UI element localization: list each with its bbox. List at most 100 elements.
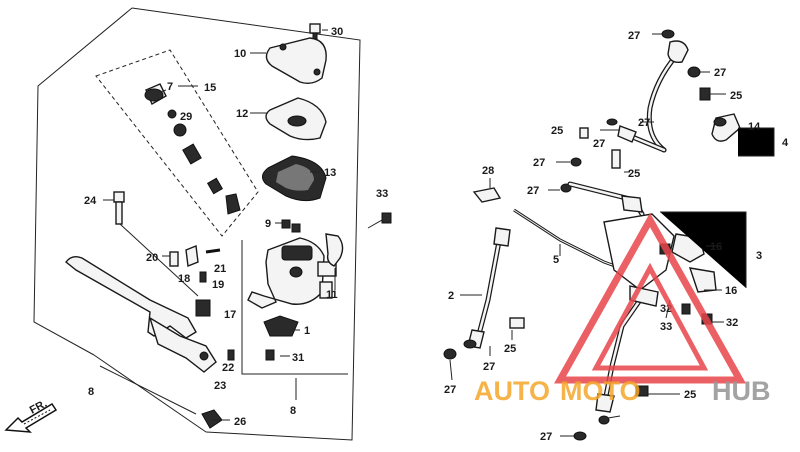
master-cylinder-assembly-frame bbox=[33, 7, 361, 441]
bolt-25-a bbox=[699, 87, 711, 101]
watermark-word-hub: HUB bbox=[712, 376, 771, 406]
callout-27-d: 27 bbox=[593, 138, 605, 150]
brake-lever bbox=[65, 255, 217, 373]
callout-19: 19 bbox=[212, 279, 224, 291]
callout-12: 12 bbox=[236, 108, 248, 120]
brake-pipe-5 bbox=[513, 181, 645, 272]
callout-3: 3 bbox=[756, 250, 762, 262]
bolt-33-b bbox=[681, 303, 691, 315]
pivot-17 bbox=[195, 299, 211, 317]
callout-25-c: 25 bbox=[628, 168, 640, 180]
callout-27-e: 27 bbox=[533, 157, 545, 169]
washer-27-c bbox=[606, 118, 618, 126]
bolt-25-c bbox=[611, 149, 621, 169]
callout-1: 1 bbox=[304, 325, 310, 337]
pivot-bolt-24 bbox=[113, 191, 125, 225]
callout-29: 29 bbox=[180, 111, 192, 123]
spring-19 bbox=[199, 271, 207, 283]
callout-30: 30 bbox=[331, 26, 343, 38]
callout-11: 11 bbox=[326, 289, 338, 301]
callout-27-h: 27 bbox=[444, 384, 456, 396]
brake-hose-2 bbox=[467, 227, 511, 349]
callout-27-f: 27 bbox=[527, 185, 539, 197]
callout-22: 22 bbox=[222, 362, 234, 374]
callout-16-b: 16 bbox=[725, 285, 737, 297]
washer-27-d bbox=[570, 157, 582, 167]
pin-21 bbox=[205, 248, 221, 254]
bracket-1 bbox=[263, 315, 299, 337]
watermark-triangle bbox=[554, 212, 746, 384]
watermark-word-moto: MOTO bbox=[560, 376, 641, 406]
callout-5: 5 bbox=[553, 254, 559, 266]
callout-32-b: 32 bbox=[726, 317, 738, 329]
front-direction-arrow bbox=[4, 402, 58, 433]
bolt-25-b bbox=[579, 127, 589, 139]
callout-27-b: 27 bbox=[714, 67, 726, 79]
callout-20: 20 bbox=[146, 252, 158, 264]
watermark-word-auto: AUTO bbox=[474, 376, 550, 406]
reservoir-cap-10 bbox=[265, 37, 327, 85]
screw-30 bbox=[309, 23, 321, 40]
callout-7: 7 bbox=[167, 81, 173, 93]
callout-27-c: 27 bbox=[638, 117, 650, 129]
callout-25-b: 25 bbox=[551, 125, 563, 137]
callout-25-a: 25 bbox=[730, 90, 742, 102]
piston-kit-parts bbox=[173, 123, 241, 215]
callout-8-a: 8 bbox=[88, 386, 94, 398]
callout-14: 14 bbox=[748, 121, 761, 133]
callout-16-a: 16 bbox=[710, 241, 722, 253]
bolt-25-d bbox=[509, 317, 525, 329]
callout-8-b: 8 bbox=[290, 405, 296, 417]
brake-hose-4 bbox=[617, 40, 689, 153]
diaphragm-13 bbox=[262, 155, 327, 202]
callout-31: 31 bbox=[292, 352, 304, 364]
holder-11 bbox=[325, 233, 344, 267]
bolt-25-e bbox=[635, 385, 649, 397]
boot-7 bbox=[144, 83, 167, 105]
callout-15: 15 bbox=[204, 82, 216, 94]
diaphragm-plate-12 bbox=[265, 97, 327, 141]
callout-2: 2 bbox=[448, 290, 454, 302]
callout-17: 17 bbox=[224, 309, 236, 321]
watermark-triangle-inner bbox=[591, 262, 709, 371]
leader-lines bbox=[99, 29, 775, 437]
washer-27-f bbox=[443, 348, 457, 360]
bolt-33 bbox=[367, 212, 392, 229]
watermark-logo bbox=[554, 212, 746, 384]
callout-24: 24 bbox=[84, 195, 97, 207]
master-cylinder-body bbox=[247, 237, 337, 309]
collar-20 bbox=[169, 251, 179, 267]
spring-22 bbox=[227, 349, 235, 361]
nut-18 bbox=[185, 245, 199, 267]
clip-28 bbox=[472, 187, 502, 203]
callout-26: 26 bbox=[234, 416, 246, 428]
washer-27-a bbox=[661, 29, 675, 39]
screw-31 bbox=[265, 349, 275, 361]
callout-21: 21 bbox=[214, 263, 226, 275]
washer-27-g bbox=[463, 339, 477, 349]
callout-13: 13 bbox=[324, 167, 336, 179]
circlip-29 bbox=[167, 109, 177, 119]
callout-28: 28 bbox=[482, 165, 494, 177]
callout-27-g: 27 bbox=[483, 361, 495, 373]
callout-25-e: 25 bbox=[684, 389, 696, 401]
body-frame bbox=[241, 240, 348, 375]
callout-4: 4 bbox=[782, 137, 789, 149]
callout-33-a: 33 bbox=[376, 188, 388, 200]
callout-27-i: 27 bbox=[540, 431, 552, 443]
screw-9 bbox=[281, 219, 301, 233]
watermark-text: AUTO MOTO HUB bbox=[474, 376, 771, 406]
callout-10: 10 bbox=[234, 48, 246, 60]
callout-33-b: 33 bbox=[660, 321, 672, 333]
joint-14 bbox=[711, 113, 741, 142]
callout-23: 23 bbox=[214, 380, 226, 392]
callout-25-d: 25 bbox=[504, 343, 516, 355]
washer-27-h bbox=[598, 415, 610, 425]
callout-labels: 30 10 7 15 29 12 13 9 33 24 20 18 21 19 … bbox=[84, 26, 789, 443]
piston-kit-frame bbox=[95, 49, 259, 237]
callout-18: 18 bbox=[178, 273, 190, 285]
cap-26 bbox=[201, 409, 223, 429]
callout-9: 9 bbox=[265, 218, 271, 230]
callout-27-a: 27 bbox=[628, 30, 640, 42]
